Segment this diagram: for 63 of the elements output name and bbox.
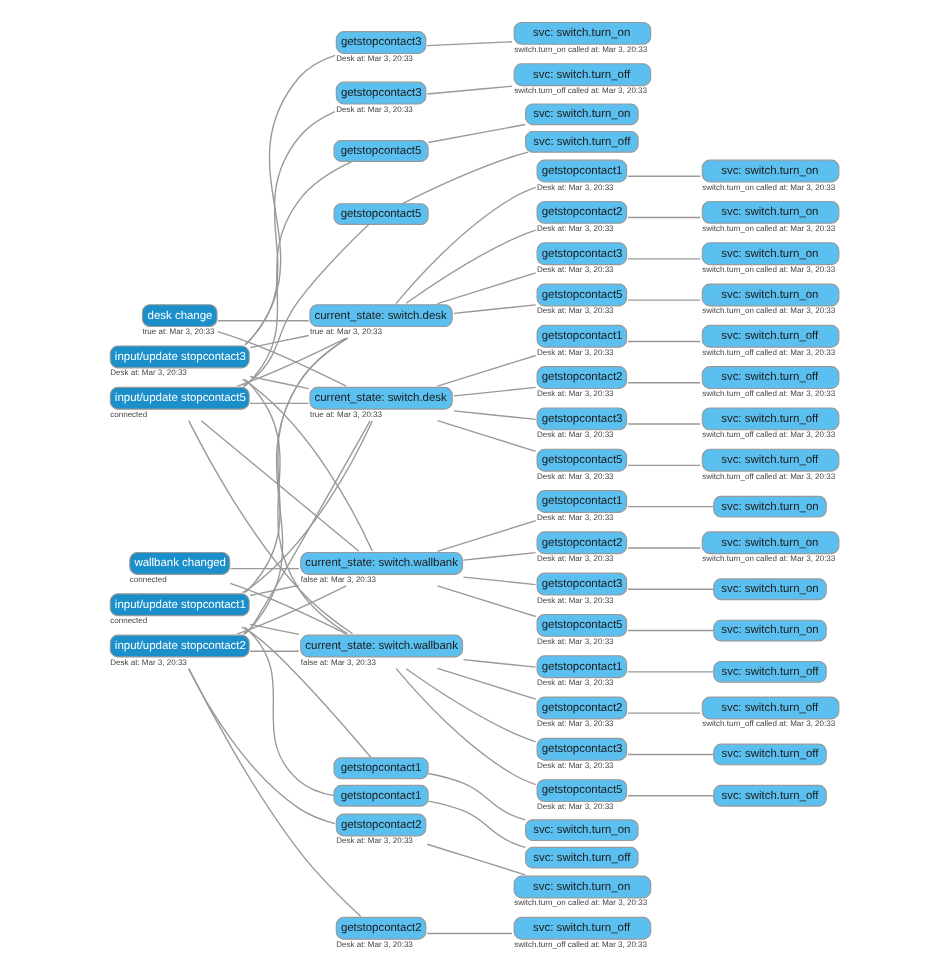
connector: [436, 520, 537, 553]
connector: [453, 304, 537, 314]
connector: [405, 229, 537, 304]
connector: [242, 223, 370, 387]
connector: [217, 320, 310, 322]
connector: [627, 382, 702, 384]
connector: [188, 667, 362, 917]
connector: [426, 843, 526, 876]
connector: [188, 419, 354, 635]
connector: [249, 334, 310, 349]
connector: [436, 585, 537, 618]
connector: [462, 576, 537, 586]
connector: [436, 419, 537, 452]
connector: [627, 299, 702, 301]
connector: [249, 584, 300, 597]
connector: [217, 330, 347, 387]
connector: [395, 667, 537, 786]
connector: [427, 800, 527, 849]
connector: [627, 175, 702, 177]
connector: [243, 626, 335, 797]
connector: [241, 420, 373, 594]
connector: [426, 41, 513, 47]
connector: [627, 423, 702, 425]
connector: [242, 420, 371, 635]
connector: [627, 588, 715, 590]
connector: [249, 402, 310, 405]
connector: [426, 85, 513, 95]
connector: [462, 551, 537, 561]
connector: [244, 110, 336, 346]
connector: [436, 667, 537, 700]
connector: [249, 375, 310, 390]
connector: [453, 410, 537, 421]
connector: [627, 671, 715, 673]
connector: [627, 340, 702, 343]
connector: [627, 258, 702, 260]
connector: [427, 123, 527, 144]
connector: [627, 753, 715, 756]
connector: [627, 547, 702, 549]
connector: [436, 354, 537, 387]
connector: [395, 186, 537, 305]
connector: [249, 623, 300, 636]
connector: [236, 337, 347, 387]
connector: [627, 795, 715, 797]
connector: [405, 668, 537, 743]
connector: [462, 658, 537, 668]
connector: [401, 151, 529, 205]
connector: [427, 772, 527, 821]
connector: [244, 54, 336, 346]
connector: [627, 505, 715, 508]
connector: [453, 386, 537, 397]
connector: [627, 712, 702, 714]
connector: [187, 668, 336, 825]
connector: [249, 650, 300, 652]
connector: [241, 378, 373, 552]
connector: [200, 420, 360, 552]
connector: [627, 464, 702, 467]
connector: [436, 272, 537, 305]
connector: [426, 932, 513, 935]
connector: [230, 567, 300, 570]
connector: [627, 629, 715, 632]
connector: [627, 216, 702, 219]
connector: [243, 160, 354, 387]
connector: [240, 626, 372, 759]
